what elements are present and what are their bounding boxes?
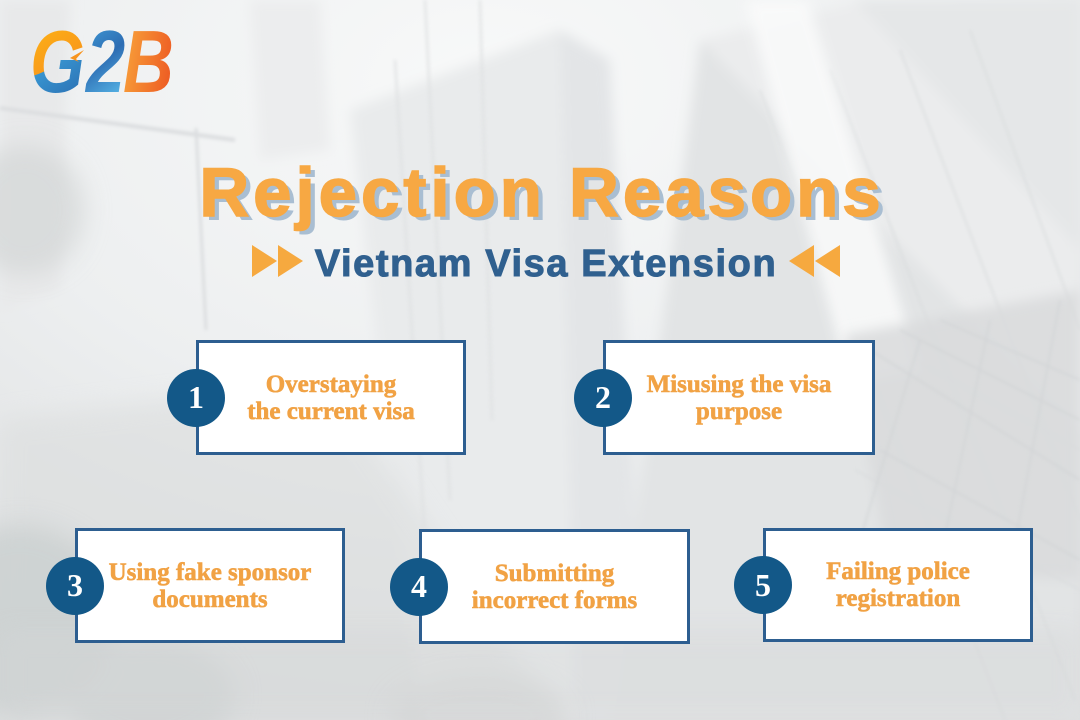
svg-text:2: 2	[84, 24, 125, 104]
svg-text:B: B	[123, 24, 174, 104]
